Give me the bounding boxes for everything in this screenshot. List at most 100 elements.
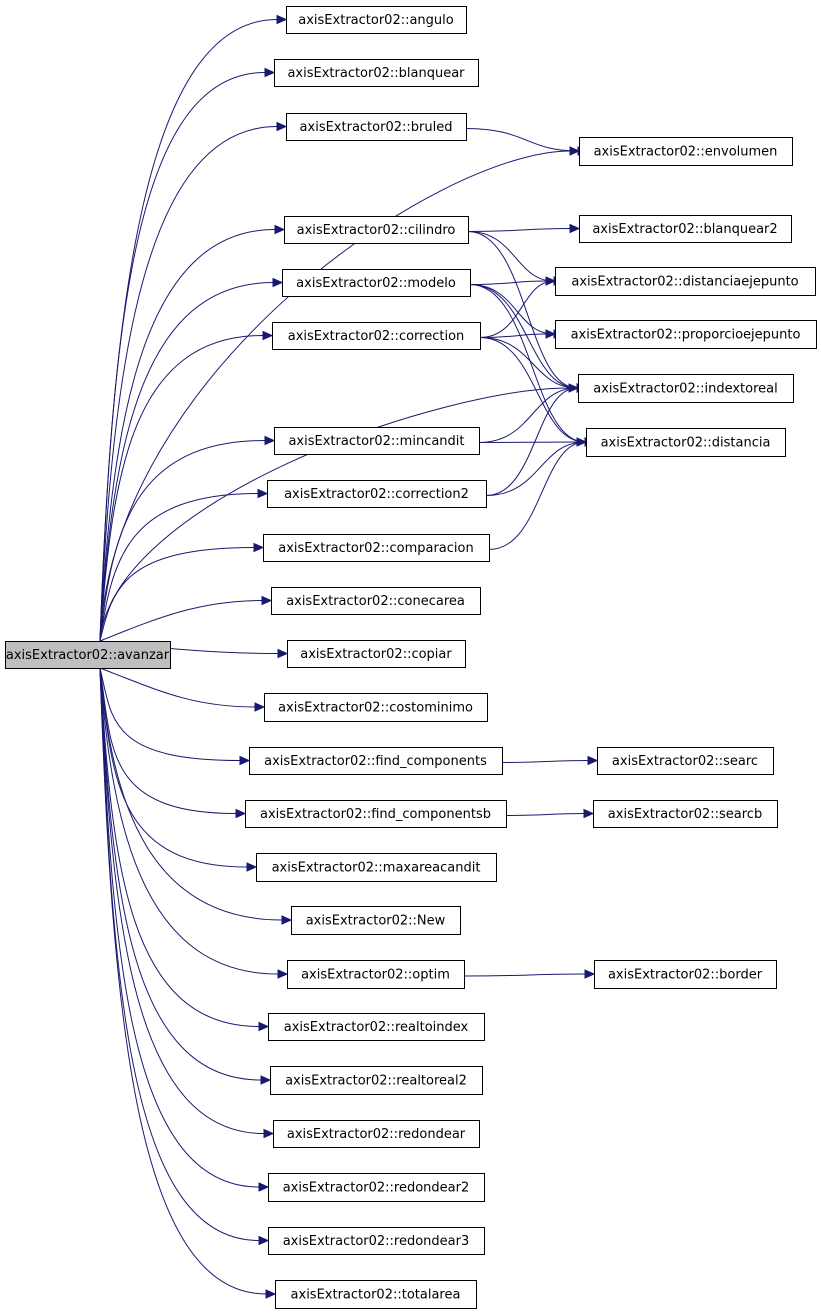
edge-line bbox=[99, 126, 278, 642]
edge-cilindro-to-blanquear2 bbox=[467, 223, 581, 234]
edge-arrowhead bbox=[261, 595, 273, 606]
node-label: axisExtractor02::border bbox=[608, 968, 763, 983]
node-box bbox=[287, 960, 465, 989]
edge-correction2-to-indextoreal bbox=[485, 383, 588, 496]
edge-line bbox=[479, 337, 586, 443]
edge-avanzar-to-correction bbox=[99, 330, 274, 642]
node-label: axisExtractor02::conecarea bbox=[286, 594, 465, 609]
node-searcb[interactable]: axisExtractor02::searcb bbox=[593, 800, 778, 828]
edge-avanzar-to-blanquear bbox=[99, 67, 276, 642]
edge-line bbox=[478, 387, 578, 443]
node-label: axisExtractor02::proporcioejepunto bbox=[571, 328, 801, 343]
node-label: axisExtractor02::blanquear bbox=[287, 66, 465, 81]
edge-line bbox=[469, 284, 586, 443]
node-redondear[interactable]: axisExtractor02::redondear bbox=[273, 1120, 480, 1148]
edge-arrowhead bbox=[277, 969, 289, 979]
node-new[interactable]: axisExtractor02::New bbox=[291, 906, 461, 935]
node-find-components[interactable]: axisExtractor02::find_components bbox=[249, 747, 503, 775]
edge-arrowhead bbox=[587, 755, 599, 766]
edge-cilindro-to-indextoreal bbox=[467, 231, 588, 393]
edge-line bbox=[99, 440, 266, 642]
node-redondear2[interactable]: axisExtractor02::redondear2 bbox=[268, 1173, 485, 1202]
edge-arrowhead bbox=[260, 1075, 272, 1085]
node-label: axisExtractor02::mincandit bbox=[288, 434, 464, 449]
edge-arrowhead bbox=[277, 648, 289, 659]
node-redondear3[interactable]: axisExtractor02::redondear3 bbox=[268, 1227, 485, 1255]
edge-line bbox=[501, 760, 589, 763]
node-box bbox=[270, 1066, 483, 1095]
edge-avanzar-to-redondear3 bbox=[99, 667, 270, 1246]
node-label: axisExtractor02::redondear2 bbox=[283, 1181, 470, 1196]
node-modelo[interactable]: axisExtractor02::modelo bbox=[282, 269, 471, 297]
node-bruled[interactable]: axisExtractor02::bruled bbox=[286, 113, 467, 141]
node-avanzar[interactable]: axisExtractor02::avanzar bbox=[5, 641, 171, 669]
node-searc[interactable]: axisExtractor02::searc bbox=[597, 747, 774, 775]
edge-comparacion-to-distancia bbox=[488, 437, 596, 550]
edge-line bbox=[99, 667, 262, 1081]
edge-modelo-to-proporcioejepunto bbox=[469, 284, 565, 339]
node-box bbox=[263, 534, 490, 562]
node-maxareacandit[interactable]: axisExtractor02::maxareacandit bbox=[256, 853, 497, 882]
edge-arrowhead bbox=[258, 1182, 270, 1192]
edge-modelo-to-distancia bbox=[469, 284, 596, 447]
node-angulo[interactable]: axisExtractor02::angulo bbox=[286, 6, 467, 34]
node-label: axisExtractor02::angulo bbox=[298, 13, 454, 28]
edge-avanzar-to-correction2 bbox=[99, 488, 269, 642]
node-label: axisExtractor02::New bbox=[306, 914, 446, 929]
node-blanquear[interactable]: axisExtractor02::blanquear bbox=[274, 59, 479, 87]
edge-line bbox=[99, 667, 260, 1027]
edge-line bbox=[479, 337, 578, 389]
edge-avanzar-to-costominimo bbox=[99, 667, 266, 712]
edge-arrowhead bbox=[258, 1235, 270, 1246]
node-copiar[interactable]: axisExtractor02::copiar bbox=[287, 640, 466, 668]
edge-arrowhead bbox=[254, 702, 266, 712]
node-blanquear2[interactable]: axisExtractor02::blanquear2 bbox=[579, 215, 792, 243]
edge-line bbox=[99, 282, 274, 642]
node-label: axisExtractor02::searcb bbox=[608, 807, 762, 822]
node-optim[interactable]: axisExtractor02::optim bbox=[287, 960, 465, 989]
node-mincandit[interactable]: axisExtractor02::mincandit bbox=[274, 427, 480, 455]
edge-line bbox=[469, 284, 555, 335]
edge-line bbox=[488, 441, 586, 550]
edge-line bbox=[467, 228, 571, 232]
node-box bbox=[586, 428, 786, 457]
node-proporcioejepunto[interactable]: axisExtractor02::proporcioejepunto bbox=[555, 320, 817, 349]
node-correction2[interactable]: axisExtractor02::correction2 bbox=[267, 480, 487, 508]
edge-line bbox=[99, 547, 255, 642]
node-realtoindex[interactable]: axisExtractor02::realtoindex bbox=[268, 1013, 485, 1041]
node-distancia[interactable]: axisExtractor02::distancia bbox=[586, 428, 786, 457]
node-correction[interactable]: axisExtractor02::correction bbox=[272, 322, 481, 350]
edge-avanzar-to-comparacion bbox=[99, 542, 265, 642]
edge-avanzar-to-redondear2 bbox=[99, 667, 270, 1192]
node-conecarea[interactable]: axisExtractor02::conecarea bbox=[271, 587, 481, 615]
edge-arrowhead bbox=[276, 121, 288, 132]
edge-line bbox=[99, 667, 279, 975]
node-cilindro[interactable]: axisExtractor02::cilindro bbox=[284, 216, 469, 244]
edge-avanzar-to-totalarea bbox=[99, 667, 277, 1299]
node-box bbox=[594, 960, 777, 989]
edge-arrowhead bbox=[264, 67, 276, 78]
node-box bbox=[579, 137, 793, 166]
edge-arrowhead bbox=[239, 755, 251, 766]
node-find-componentsb[interactable]: axisExtractor02::find_componentsb bbox=[245, 800, 507, 828]
node-indextoreal[interactable]: axisExtractor02::indextoreal bbox=[578, 374, 794, 403]
node-totalarea[interactable]: axisExtractor02::totalarea bbox=[275, 1280, 477, 1309]
node-envolumen[interactable]: axisExtractor02::envolumen bbox=[579, 137, 793, 166]
node-comparacion[interactable]: axisExtractor02::comparacion bbox=[263, 534, 490, 562]
edge-arrowhead bbox=[264, 435, 276, 446]
node-label: axisExtractor02::totalarea bbox=[291, 1288, 461, 1303]
node-box bbox=[555, 267, 816, 296]
node-box bbox=[593, 800, 778, 828]
edge-line bbox=[485, 441, 586, 496]
node-distanciaejepunto[interactable]: axisExtractor02::distanciaejepunto bbox=[555, 267, 816, 296]
node-border[interactable]: axisExtractor02::border bbox=[594, 960, 777, 989]
edge-arrowhead bbox=[276, 14, 288, 25]
node-label: axisExtractor02::realtoreal2 bbox=[285, 1074, 467, 1089]
node-costominimo[interactable]: axisExtractor02::costominimo bbox=[264, 693, 488, 722]
edge-line bbox=[485, 387, 578, 496]
node-realtoreal2[interactable]: axisExtractor02::realtoreal2 bbox=[270, 1066, 483, 1095]
node-label: axisExtractor02::indextoreal bbox=[593, 382, 777, 397]
edge-line bbox=[99, 667, 283, 921]
edge-avanzar-to-maxareacandit bbox=[99, 667, 258, 872]
node-label: axisExtractor02::copiar bbox=[300, 647, 452, 662]
